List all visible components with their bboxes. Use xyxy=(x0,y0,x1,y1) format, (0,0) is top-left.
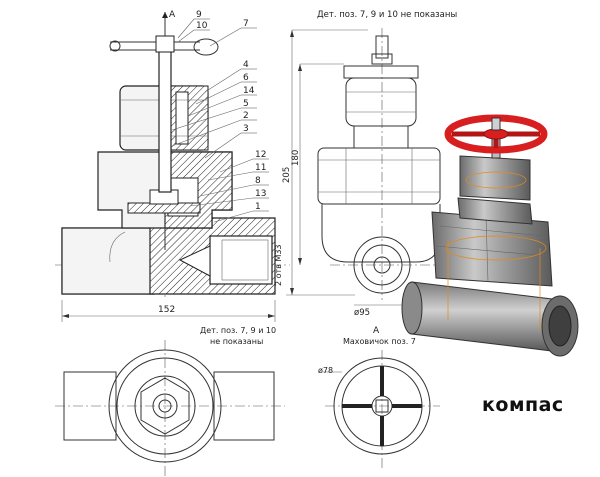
position-number: 12 xyxy=(255,150,266,160)
leader-line xyxy=(177,18,195,39)
height-dimensions: 205 180 ø95 xyxy=(282,29,410,318)
top-view xyxy=(55,340,285,476)
position-number: 14 xyxy=(243,86,255,96)
leader-line xyxy=(187,94,242,117)
leader-line xyxy=(207,171,254,181)
leader-line xyxy=(189,197,254,207)
kompas-logo-text: компас xyxy=(482,394,564,416)
plan-note-line1: Дет. поз. 7, 9 и 10 xyxy=(200,326,276,335)
leader-line xyxy=(171,107,242,131)
dim-width-label: 152 xyxy=(158,305,175,315)
leader-line xyxy=(195,81,242,105)
leader-line xyxy=(209,27,242,47)
leader-line xyxy=(199,184,254,197)
valve-3d-render xyxy=(401,114,579,357)
handwheel-view: ø78 xyxy=(318,350,440,468)
position-callouts: 910 7 4 6 14 5 2 3 12 11 8 13 1 xyxy=(171,10,269,223)
position-number: 2 xyxy=(243,111,249,121)
leader-line xyxy=(204,68,242,93)
position-number: 3 xyxy=(243,124,249,134)
position-number: 8 xyxy=(255,176,261,186)
leader-line xyxy=(177,29,195,43)
position-number: 9 xyxy=(196,10,202,20)
front-section-view xyxy=(55,12,290,300)
position-number: 11 xyxy=(255,163,266,173)
thread-note: 2 отв М33 xyxy=(274,244,283,286)
handwheel-caption: Маховичок поз. 7 xyxy=(343,337,416,346)
side-view xyxy=(317,28,441,300)
view-a-letter: А xyxy=(373,326,380,336)
dim-height-total: 205 xyxy=(282,167,292,183)
dim-wheel-diameter: ø78 xyxy=(318,366,333,375)
dim-height-partial: 180 xyxy=(291,150,301,166)
dim-body-diameter: ø95 xyxy=(354,308,370,318)
leader-line xyxy=(219,158,254,173)
leader-line xyxy=(171,119,242,147)
position-number: 10 xyxy=(196,21,208,31)
leader-line xyxy=(213,210,254,223)
position-number: 5 xyxy=(243,99,249,109)
plan-note-line2: не показаны xyxy=(210,337,263,346)
position-number: 4 xyxy=(243,60,249,70)
position-number: 6 xyxy=(243,73,249,83)
position-number: 13 xyxy=(255,189,266,199)
view-direction-letter: А xyxy=(169,10,176,20)
section-note: Дет. поз. 7, 9 и 10 не показаны xyxy=(317,10,457,20)
leader-line xyxy=(204,132,242,159)
width-dimension: 152 xyxy=(61,300,276,322)
position-number: 7 xyxy=(243,19,249,29)
position-number: 1 xyxy=(255,202,261,212)
